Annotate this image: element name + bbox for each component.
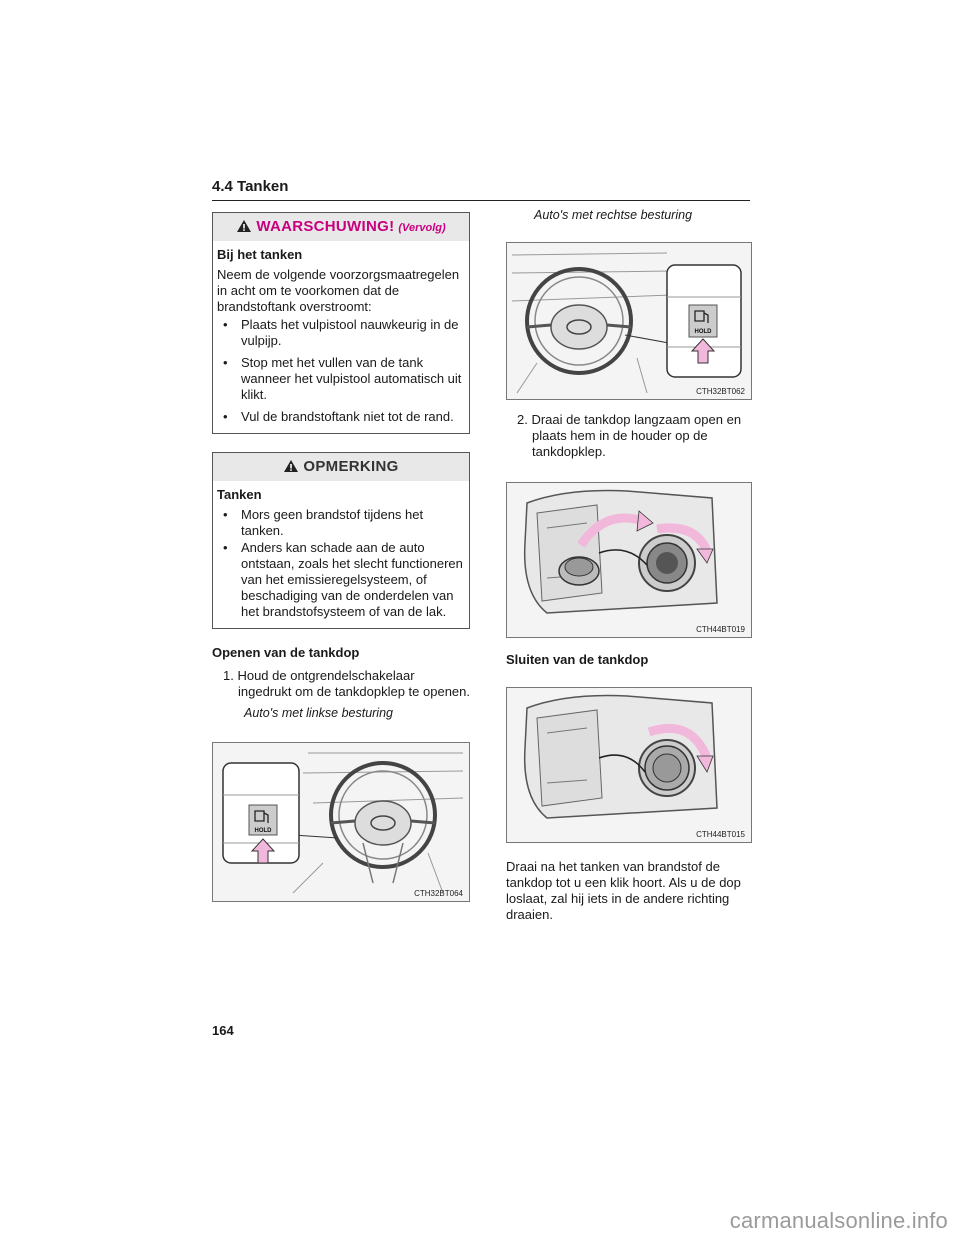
left-column: WAARSCHUWING!(Vervolg) Bij het tanken Ne…: [212, 212, 470, 902]
warning-intro: Neem de volgende voorzorgsmaatregelen in…: [217, 267, 460, 314]
warning-header: WAARSCHUWING!(Vervolg): [213, 213, 469, 241]
note-list: Mors geen brandstof tijdens het tanken. …: [217, 507, 464, 620]
watermark: carmanualsonline.info: [729, 1208, 948, 1233]
caption-lhd: Auto's met linkse besturing: [244, 706, 393, 720]
note-subheading: Tanken: [217, 487, 262, 502]
hold-label: HOLD: [255, 828, 273, 834]
dashboard-lhd-illustration: HOLD: [213, 743, 469, 901]
step-1: 1. Houd de ontgrendelschakelaar ingedruk…: [223, 668, 471, 699]
caution-icon: [283, 459, 299, 477]
dashboard-rhd-illustration: HOLD: [507, 243, 751, 399]
section-title: 4.4 Tanken: [212, 178, 750, 201]
list-item: Plaats het vulpistool nauwkeurig in de v…: [217, 317, 464, 349]
figure-code: CTH32BT064: [414, 889, 463, 898]
fuel-cap-open-illustration: [507, 483, 751, 637]
warning-subheading: Bij het tanken: [217, 247, 303, 262]
figure-rhd: HOLD CTH32BT062: [506, 242, 752, 400]
closing-heading: Sluiten van de tankdop: [506, 652, 649, 667]
warning-box: WAARSCHUWING!(Vervolg) Bij het tanken Ne…: [212, 212, 470, 434]
figure-code: CTH32BT062: [696, 387, 745, 396]
closing-text: Draai na het tanken van brandstof de tan…: [506, 859, 741, 922]
page-number: 164: [212, 1023, 234, 1038]
figure-lhd: HOLD CTH32BT064: [212, 742, 470, 902]
figure-code: CTH44BT015: [696, 830, 745, 839]
note-title: OPMERKING: [303, 458, 399, 475]
opening-heading: Openen van de tankdop: [212, 645, 360, 660]
step-2: 2. Draai de tankdop langzaam open en pla…: [517, 412, 742, 459]
list-item: Mors geen brandstof tijdens het tanken.: [217, 507, 464, 539]
figure-open-cap: CTH44BT019: [506, 482, 752, 638]
warning-title: WAARSCHUWING!: [256, 218, 395, 235]
list-item: Stop met het vullen van de tank wanneer …: [217, 355, 464, 403]
right-column: Auto's met rechtse besturing HOLD CTH32B…: [506, 208, 752, 923]
list-item: Vul de brandstoftank niet tot de rand.: [217, 409, 464, 425]
warning-icon: [236, 219, 252, 237]
fuel-cap-close-illustration: [507, 688, 751, 842]
note-header: OPMERKING: [213, 453, 469, 481]
warning-list: Plaats het vulpistool nauwkeurig in de v…: [217, 317, 464, 425]
figure-code: CTH44BT019: [696, 625, 745, 634]
figure-close-cap: CTH44BT015: [506, 687, 752, 843]
note-box: OPMERKING Tanken Mors geen brandstof tij…: [212, 452, 470, 629]
hold-label: HOLD: [695, 329, 713, 335]
list-item: Anders kan schade aan de auto ontstaan, …: [217, 540, 464, 620]
warning-subtitle: (Vervolg): [398, 222, 446, 234]
caption-rhd: Auto's met rechtse besturing: [534, 208, 693, 222]
